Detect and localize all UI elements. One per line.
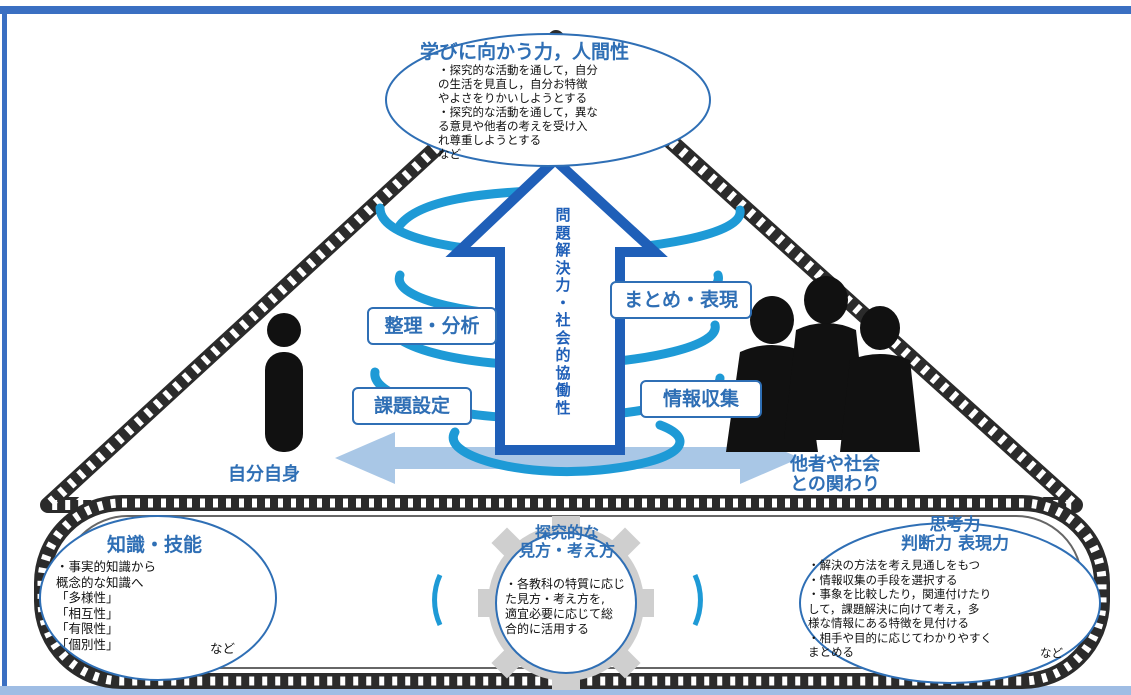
center-line: 適宜必要に応じて総 <box>505 607 614 621</box>
right-text: ・解決の方法を考え見通しをもつ ・情報収集の手段を選択する ・事象を比較したり，… <box>808 558 992 660</box>
right-line: まとめる <box>808 645 854 659</box>
center-line: ・各教科の特質に応じ <box>505 577 626 591</box>
arrow-char: 問 <box>555 206 571 224</box>
joho-box: 情報収集 <box>640 380 762 418</box>
right-line: ・相手や目的に応じてわかりやすく <box>808 630 992 645</box>
right-nado: など <box>1040 646 1063 660</box>
left-line: 「相互性」 <box>56 605 119 621</box>
center-title-line: 探究的な <box>534 523 599 542</box>
left-line: 「有限性」 <box>56 621 119 636</box>
right-line: ・事象を比較したり，関連付けたり <box>808 587 992 601</box>
top-line: ・探究的な活動を通して，異な <box>438 105 598 119</box>
arrow-char: 力 <box>555 276 571 294</box>
right-title-line: 判断力 表現力 <box>901 534 1009 554</box>
seiri-box: 整理・分析 <box>367 307 497 345</box>
top-line: ・探究的な活動を通して，自分 <box>438 63 598 77</box>
left-line: 概念的な知識へ <box>56 574 144 590</box>
top-line: やよさをりかいしようとする <box>438 91 588 105</box>
right-line: ・解決の方法を考え見通しをもつ <box>808 558 981 572</box>
left-line: 「多様性」 <box>56 590 119 605</box>
others-label: 他者や社会 との関わり <box>770 455 900 495</box>
center-title: 探究的な 見方・考え方 <box>495 524 639 560</box>
others-people-icon <box>726 276 920 452</box>
left-nado: など <box>210 641 236 656</box>
top-line: る意見や他者の考えを受け入 <box>438 119 588 133</box>
arrow-char: 解 <box>555 241 571 259</box>
left-text: ・事実的知識から 概念的な知識へ 「多様性」 「相互性」 「有限性」 「個別性」 <box>56 559 156 652</box>
arrow-char: 的 <box>555 346 571 364</box>
right-title: 思考力 判断力 表現力 <box>860 516 1050 554</box>
center-text: ・各教科の特質に応じ た見方・考え方を, 適宜必要に応じて総 合的に活用する <box>505 577 625 637</box>
top-title: 学びに向かう力，人間性 <box>420 41 630 63</box>
arrow-char: 会 <box>555 328 571 347</box>
top-text: ・探究的な活動を通して，自分 の生活を見直し，自分お特徴 やよさをりかいしようと… <box>438 63 598 161</box>
self-others-arrow <box>335 432 800 484</box>
arrow-char: 性 <box>555 398 571 417</box>
problem-solving-arrow <box>445 153 668 455</box>
arrow-char: 決 <box>555 258 571 277</box>
self-label: 自分自身 <box>228 464 300 485</box>
right-line: ・情報収集の手段を選択する <box>808 572 958 587</box>
right-ellipse <box>799 522 1101 684</box>
left-circle <box>39 515 277 681</box>
top-line: れ尊重しようとする <box>438 133 542 147</box>
arrow-char: 題 <box>555 223 571 242</box>
center-line: 合的に活用する <box>505 622 590 636</box>
arrow-char: 協 <box>555 363 571 382</box>
arrow-char: 働 <box>555 381 571 399</box>
arrow-vertical-text: 問 題 解 決 力 ・ 社 会 的 協 働 性 <box>552 206 574 417</box>
arrow-char: ・ <box>555 293 571 312</box>
left-line: ・事実的知識から <box>56 559 157 574</box>
center-title-line: 見方・考え方 <box>518 541 615 560</box>
matome-box: まとめ・表現 <box>610 281 752 319</box>
others-label-line: 他者や社会 <box>790 454 880 475</box>
left-title: 知識・技能 <box>107 534 203 556</box>
kadai-box: 課題設定 <box>352 387 472 425</box>
center-line: た見方・考え方を, <box>505 592 605 606</box>
right-title-line: 思考力 <box>929 515 981 535</box>
top-line: など <box>438 147 461 161</box>
arrow-char: 社 <box>555 311 571 329</box>
left-line: 「個別性」 <box>56 636 119 652</box>
right-line: して，課題解決に向けて考え，多 <box>808 601 980 616</box>
top-line: の生活を見直し，自分お特徴 <box>438 77 588 91</box>
right-line: 様な情報にある特徴を見付ける <box>808 616 969 630</box>
others-label-line: との関わり <box>790 474 880 495</box>
self-person-icon <box>265 313 303 452</box>
top-ellipse <box>385 33 711 167</box>
